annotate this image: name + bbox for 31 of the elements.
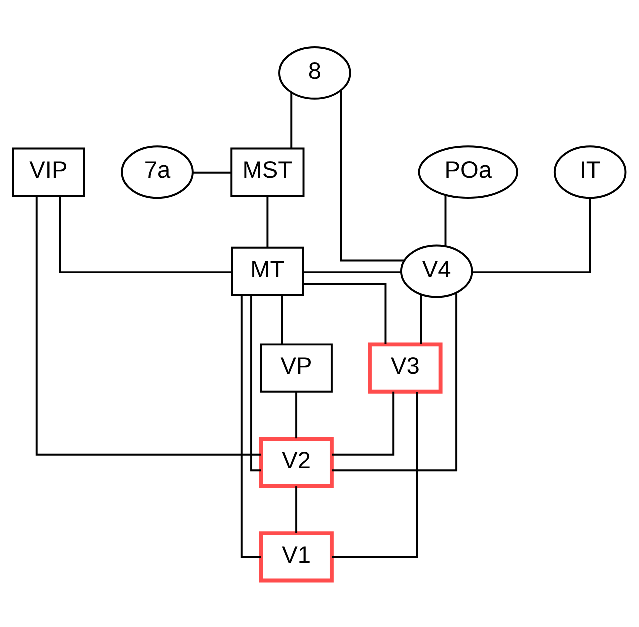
connector (303, 282, 387, 344)
connector (303, 271, 402, 274)
connector (340, 90, 404, 262)
connector (36, 196, 261, 456)
node-box: MT (231, 246, 304, 296)
node-box: VP (260, 343, 333, 392)
connector (296, 392, 298, 438)
connector (332, 292, 458, 472)
node-box: V1 (259, 531, 334, 582)
node-ellipse: V4 (400, 244, 474, 298)
connector (193, 171, 232, 174)
node-box: VIP (12, 147, 86, 196)
node-box: MST (230, 147, 305, 196)
connector (444, 195, 447, 246)
connector (296, 486, 298, 532)
node-ellipse: IT (554, 145, 627, 199)
connector (281, 294, 284, 344)
connector (250, 294, 262, 472)
node-box: V2 (259, 436, 334, 488)
connector (420, 294, 422, 344)
connector (332, 391, 395, 456)
connector (240, 294, 262, 558)
connector (472, 198, 592, 274)
node-box: V3 (368, 342, 443, 394)
connector (290, 92, 293, 148)
connector (266, 196, 269, 248)
connector (60, 196, 232, 274)
connector (332, 392, 418, 558)
node-ellipse: 8 (278, 46, 352, 100)
node-ellipse: 7a (121, 145, 194, 199)
node-ellipse: POa (418, 145, 518, 199)
